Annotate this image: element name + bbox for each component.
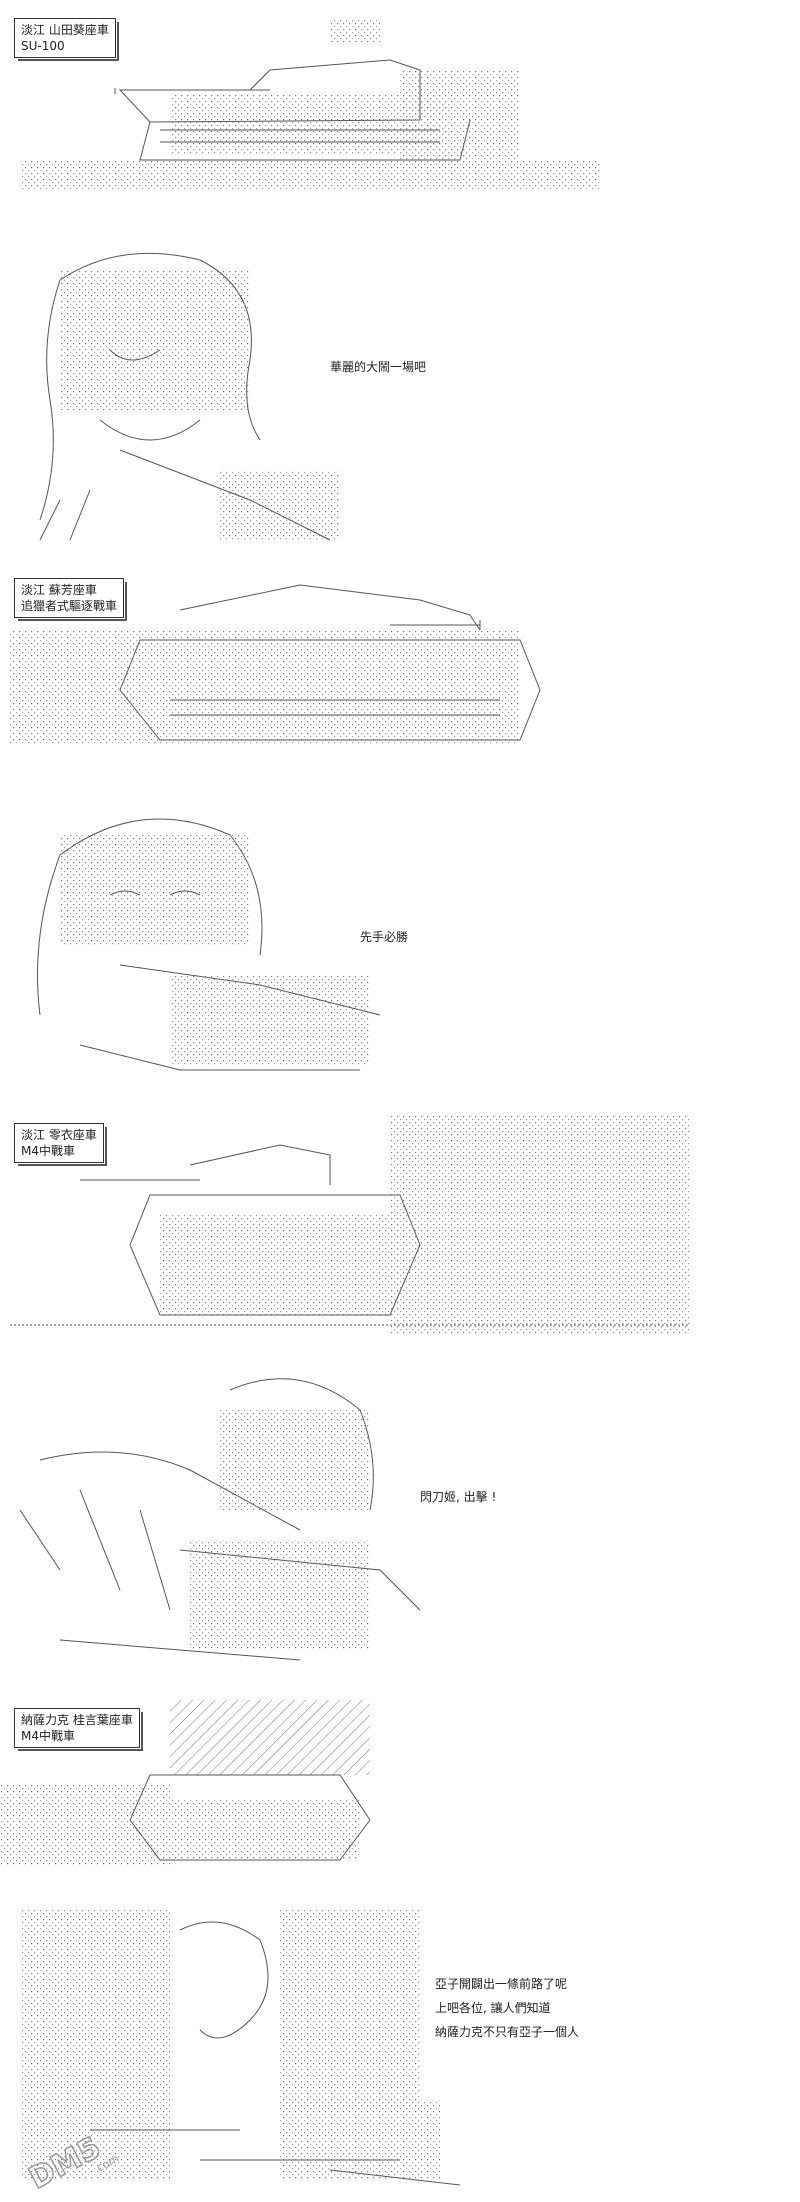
tank-ascii-art bbox=[20, 20, 600, 190]
caption-line: 亞子開闢出一條前路了呢 bbox=[435, 1977, 568, 1991]
panel-girl-3: 閃刀姬, 出擊 ! bbox=[0, 1370, 800, 1680]
vehicle-label-box: 淡江 山田葵座車 SU-100 bbox=[14, 18, 119, 61]
label-line: 淡江 零衣座車 bbox=[21, 1128, 97, 1142]
caption-line: 先手必勝 bbox=[360, 930, 409, 944]
vehicle-label-box: 納薩力克 桂言葉座車 M4中戰車 bbox=[14, 1708, 143, 1751]
vehicle-label-box: 淡江 蘇芳座車 追獵者式驅逐戰車 bbox=[14, 578, 128, 621]
panel-girl-1: 華麗的大鬧一場吧 bbox=[0, 240, 800, 550]
label-line: M4中戰車 bbox=[21, 1729, 75, 1743]
dm5-logo-icon: DM5 com bbox=[23, 2129, 122, 2197]
panel-m4-nazarick: 納薩力克 桂言葉座車 M4中戰車 bbox=[0, 1700, 800, 1880]
label-line: M4中戰車 bbox=[21, 1144, 75, 1158]
label-line: 淡江 山田葵座車 bbox=[21, 23, 109, 37]
tank-ascii-art bbox=[0, 1700, 371, 1865]
caption-text: 先手必勝 bbox=[360, 925, 408, 949]
tank-ascii-art bbox=[10, 1115, 690, 1335]
scene-ascii-art bbox=[20, 1910, 461, 2186]
panel-hetzer: 淡江 蘇芳座車 追獵者式驅逐戰車 bbox=[0, 570, 800, 770]
caption-text: 華麗的大鬧一場吧 bbox=[330, 355, 426, 379]
character-ascii-art bbox=[19, 1378, 421, 1661]
panel-m4-reiyi: 淡江 零衣座車 M4中戰車 bbox=[0, 1115, 800, 1345]
label-line: 淡江 蘇芳座車 bbox=[21, 583, 97, 597]
character-ascii-art bbox=[39, 252, 340, 541]
caption-line: 納薩力克不只有亞子一個人 bbox=[435, 2025, 580, 2039]
vehicle-label-box: 淡江 零衣座車 M4中戰車 bbox=[14, 1123, 107, 1166]
tank-ascii-art bbox=[10, 584, 541, 745]
panel-girl-2: 先手必勝 bbox=[0, 795, 800, 1085]
caption-text: 閃刀姬, 出擊 ! bbox=[420, 1485, 496, 1509]
label-line: 納薩力克 桂言葉座車 bbox=[21, 1713, 133, 1727]
caption-line: 華麗的大鬧一場吧 bbox=[330, 360, 427, 374]
caption-line: 上吧各位, 讓人們知道 bbox=[435, 2001, 551, 2015]
label-line: SU-100 bbox=[21, 39, 65, 53]
label-line: 追獵者式驅逐戰車 bbox=[21, 599, 118, 613]
caption-line: 閃刀姬, 出擊 ! bbox=[420, 1490, 497, 1504]
character-ascii-art bbox=[37, 818, 381, 1071]
watermark-logo: DM5 com bbox=[0, 2105, 140, 2198]
caption-text: 亞子開闢出一條前路了呢 上吧各位, 讓人們知道 納薩力克不只有亞子一個人 bbox=[435, 1972, 579, 2044]
panel-final-scene: 亞子開闢出一條前路了呢 上吧各位, 讓人們知道 納薩力克不只有亞子一個人 bbox=[0, 1900, 800, 2198]
panel-su100: 淡江 山田葵座車 SU-100 bbox=[0, 10, 800, 210]
